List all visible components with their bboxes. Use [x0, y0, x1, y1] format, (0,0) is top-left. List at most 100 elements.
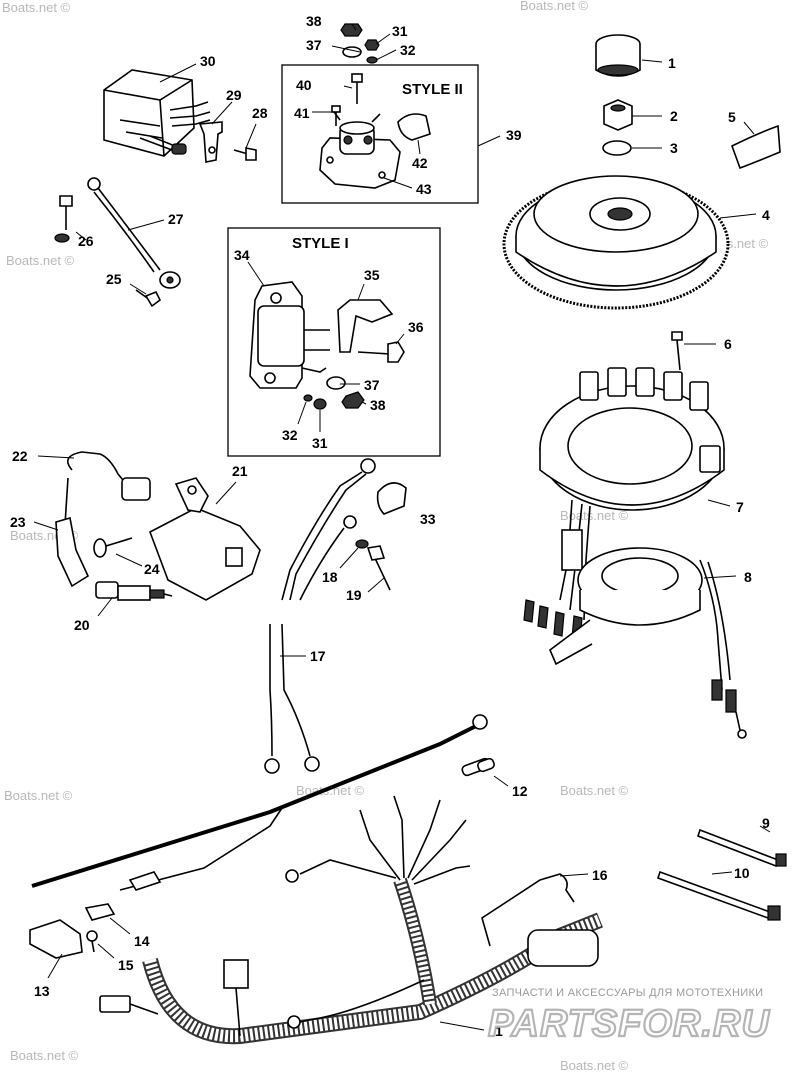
callout-32-style-i: 32: [282, 427, 298, 443]
callout-18: 18: [322, 569, 338, 585]
terminal-boot: [397, 113, 431, 141]
terminal-boot-33: [376, 482, 407, 515]
bracket-35: [337, 299, 394, 353]
lead-wire-pair: [281, 458, 376, 601]
callout-32-top: 32: [400, 42, 416, 58]
callout-5: 5: [728, 109, 736, 125]
callout-13: 13: [34, 983, 50, 999]
key-5: [731, 124, 781, 170]
screw-24: [93, 537, 133, 558]
callout-31-style-i: 31: [312, 435, 328, 451]
screw-25: [135, 289, 162, 308]
cable-tie-9: [696, 828, 787, 868]
callout-2: 2: [670, 108, 678, 124]
boats-net-watermark: Boats.net ©: [560, 783, 629, 798]
callout-26: 26: [78, 233, 94, 249]
boats-net-watermark: Boats.net ©: [2, 0, 71, 15]
callout-15: 15: [118, 957, 134, 973]
callout-9: 9: [762, 815, 770, 831]
spark-boot-23: [55, 516, 90, 588]
washer-32: [303, 394, 313, 402]
shop-logo: PARTSFOR.RU: [488, 1003, 770, 1045]
boats-net-watermark: Boats.net ©: [4, 788, 73, 803]
callout-33: 33: [420, 511, 436, 527]
nut-38: [341, 391, 365, 409]
callout-41: 41: [294, 105, 310, 121]
flywheel-4: [502, 175, 730, 310]
callout-11: 11: [488, 1023, 503, 1039]
callout-38-style-i: 38: [370, 397, 386, 413]
harness-17: [264, 623, 320, 774]
ignition-coil-21: [149, 477, 261, 601]
callout-17: 17: [310, 648, 326, 664]
ground-strap-27: [87, 177, 181, 289]
shop-tagline: ЗАПЧАСТИ И АКСЕССУАРЫ ДЛЯ МОТОТЕХНИКИ: [492, 987, 763, 999]
callout-16: 16: [592, 867, 608, 883]
callout-35: 35: [364, 267, 380, 283]
coil-wire-22: [63, 451, 151, 541]
solenoid-style-i: [249, 281, 330, 389]
wiring-harness-11: [31, 714, 603, 1045]
callout-8: 8: [744, 569, 752, 585]
style-i-label: STYLE I: [292, 235, 349, 252]
switch-box-30: [103, 69, 211, 157]
callout-1: 1: [668, 55, 676, 71]
boats-net-watermark: Boats.net ©: [6, 253, 75, 268]
screw-19: [366, 545, 391, 591]
screw-28: [233, 147, 257, 161]
washer-32: [366, 56, 378, 64]
fuse-14: [84, 903, 116, 921]
boats-net-watermark: Boats.net ©: [560, 508, 629, 523]
callout-10: 10: [734, 865, 750, 881]
cable-tie-10: [656, 870, 781, 921]
shop-watermark: ЗАПЧАСТИ И АКСЕССУАРЫ ДЛЯ МОТОТЕХНИКИ PA…: [487, 987, 771, 1046]
callout-3: 3: [670, 140, 678, 156]
callout-29: 29: [226, 87, 242, 103]
callout-28: 28: [252, 105, 268, 121]
nut-38: [340, 23, 363, 37]
leader-lines: [33, 23, 771, 1031]
washer-3: [602, 140, 632, 156]
callout-24: 24: [144, 561, 160, 577]
washer-37: [326, 376, 346, 390]
bullet-connector-12: [461, 757, 495, 777]
callout-4: 4: [762, 207, 770, 223]
callout-6: 6: [724, 336, 732, 352]
screw-40: [351, 73, 363, 104]
style-i-box: STYLE I: [227, 227, 441, 457]
cap-1: [595, 34, 641, 77]
bolt-36: [357, 341, 405, 363]
bracket-29: [198, 121, 223, 163]
solenoid-style-ii: [319, 111, 401, 189]
nut-31: [313, 398, 327, 410]
callout-38-top: 38: [306, 13, 322, 29]
clip-16: [481, 873, 575, 947]
callout-39: 39: [506, 127, 522, 143]
callout-14: 14: [134, 933, 150, 949]
callout-12: 12: [512, 783, 528, 799]
callout-36: 36: [408, 319, 424, 335]
trigger-8: [549, 547, 747, 739]
callout-40: 40: [296, 77, 312, 93]
callout-43: 43: [416, 181, 432, 197]
callout-19: 19: [346, 587, 362, 603]
boats-net-watermark: Boats.net ©: [10, 1048, 79, 1063]
callout-21: 21: [232, 463, 248, 479]
washer-18: [355, 539, 369, 549]
callout-27: 27: [168, 211, 184, 227]
style-ii-box: STYLE II: [281, 23, 479, 204]
callout-20: 20: [74, 617, 90, 633]
callout-numbers: 1 2 3 4 5 6 7 8 9 10 11 12 13 14 15 16 1…: [10, 13, 770, 1039]
stator-7: [523, 367, 725, 641]
nut-31: [364, 39, 380, 51]
screw-6: [671, 331, 683, 371]
callout-30: 30: [200, 53, 216, 69]
callout-34: 34: [234, 247, 250, 263]
callout-7: 7: [736, 499, 744, 515]
spark-plug-20: [95, 581, 173, 601]
screw-15: [86, 930, 98, 953]
terminal-block-13: [29, 919, 83, 959]
boats-net-watermark: Boats.net ©: [560, 1058, 629, 1073]
callout-37-style-i: 37: [364, 377, 380, 393]
